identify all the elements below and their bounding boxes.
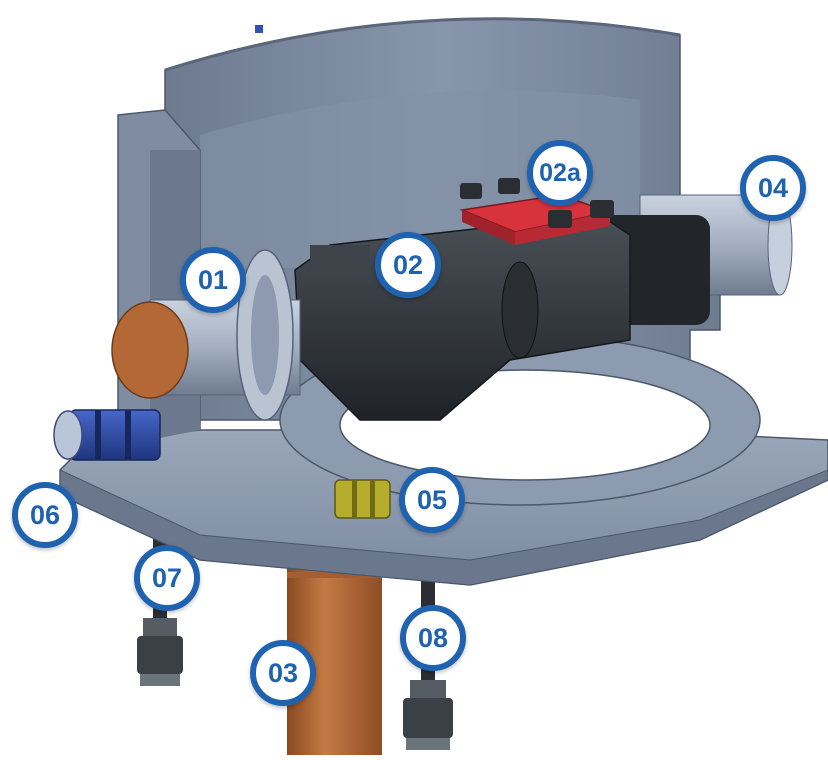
callout-02a-label: 02a: [539, 158, 581, 187]
callout-06-label: 06: [29, 499, 61, 530]
callout-05-label: 05: [416, 484, 448, 515]
fitting-05: [334, 479, 391, 519]
callout-02a: 02a: [527, 140, 593, 206]
fitting-06: [53, 409, 161, 461]
callout-03-label: 03: [267, 657, 299, 688]
callout-07: 07: [134, 545, 200, 611]
callout-02-label: 02: [392, 249, 424, 280]
callout-02: 02: [375, 232, 441, 298]
callout-01-label: 01: [197, 264, 229, 295]
callout-05: 05: [399, 467, 465, 533]
callout-03: 03: [250, 640, 316, 706]
callout-04: 04: [740, 155, 806, 221]
callout-06: 06: [12, 482, 78, 548]
valve-cover-02a: [459, 178, 614, 245]
callout-04-label: 04: [757, 172, 789, 203]
callout-07-label: 07: [151, 562, 183, 593]
callout-08: 08: [400, 605, 466, 671]
callout-08-label: 08: [417, 622, 449, 653]
callout-01: 01: [180, 247, 246, 313]
inlet-pipe-01: [111, 249, 301, 421]
